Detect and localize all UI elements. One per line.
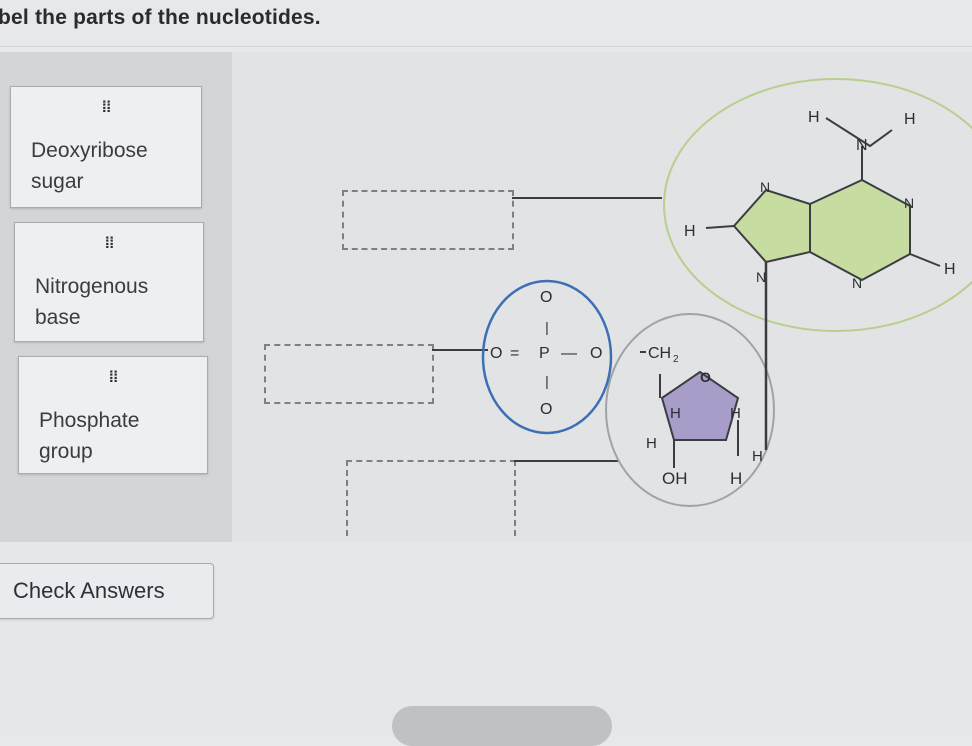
phosphate-bond-bottom: | xyxy=(545,373,549,389)
sugar-h-lower-left: H xyxy=(646,435,657,452)
drag-handle-icon: ⁞⁞ xyxy=(108,369,119,386)
drop-zone-middle[interactable] xyxy=(264,344,434,404)
sugar-ring xyxy=(660,370,740,441)
sugar-ch2: CH xyxy=(648,345,671,362)
base-h-ring: H xyxy=(684,223,696,240)
phosphate-o-bottom: O xyxy=(540,401,552,418)
tile-label: Deoxyribose sugar xyxy=(31,135,191,197)
base-six-ring xyxy=(809,178,911,282)
base-h-far-right: H xyxy=(944,261,956,278)
phosphate-bar: — xyxy=(561,345,577,362)
phosphate-o-top: O xyxy=(540,289,552,306)
base-n-bottom: N xyxy=(756,269,766,285)
drop-zone-bottom[interactable] xyxy=(346,460,516,536)
drop-zone-top[interactable] xyxy=(342,190,514,250)
instructions-title: bel the parts of the nucleotides. xyxy=(0,6,321,29)
sugar-group-circle xyxy=(605,313,775,507)
label-tile-nitrogenous-base[interactable]: ⁞⁞ Nitrogenous base xyxy=(14,222,204,342)
base-n-top: N xyxy=(760,179,770,195)
sugar-h-side: H xyxy=(752,448,763,465)
sugar-ch2-subscript: 2 xyxy=(673,354,679,365)
check-answers-button[interactable]: Check Answers xyxy=(0,563,214,619)
nucleotide-diagram: O | O = P — O | O CH 2 O H H H H OH H H … xyxy=(432,78,972,507)
sugar-oh: OH xyxy=(662,469,688,488)
base-amine-h-right: H xyxy=(904,111,916,128)
phosphate-p: P xyxy=(539,345,550,362)
sugar-h-upper-right: H xyxy=(730,405,741,422)
label-tile-phosphate-group[interactable]: ⁞⁞ Phosphate group xyxy=(18,356,208,474)
base-n-right-top: N xyxy=(904,195,914,211)
tile-label: Phosphate group xyxy=(39,405,199,467)
tile-label: Nitrogenous base xyxy=(35,271,195,333)
phosphate-o-left: O xyxy=(490,345,502,362)
tile-label-line2: base xyxy=(35,306,81,329)
base-amine-n: N xyxy=(856,137,868,154)
tile-label-line2: group xyxy=(39,440,93,463)
sugar-h-lower-right: H xyxy=(730,469,742,488)
tile-label-line1: Deoxyribose xyxy=(31,139,148,162)
tile-label-line1: Nitrogenous xyxy=(35,275,149,298)
sugar-h-upper-left: H xyxy=(670,405,681,422)
h-bond-base xyxy=(705,225,735,229)
tile-label-line1: Phosphate xyxy=(39,409,140,432)
sugar-ring-o: O xyxy=(700,369,711,385)
base-n-right-bottom: N xyxy=(852,275,862,291)
phosphate-o-right: O xyxy=(590,345,602,362)
h-bond-right xyxy=(909,253,941,267)
base-amine-h-left: H xyxy=(808,109,820,126)
title-divider xyxy=(0,46,972,47)
tile-label-line2: sugar xyxy=(31,170,84,193)
phosphate-bond-top: | xyxy=(545,319,549,335)
base-five-ring xyxy=(732,188,811,264)
phosphate-double-bond: = xyxy=(510,345,519,362)
label-tile-deoxyribose-sugar[interactable]: ⁞⁞ Deoxyribose sugar xyxy=(10,86,202,208)
base-group-circle xyxy=(663,78,972,332)
amine-bonds xyxy=(825,117,893,148)
drag-handle-icon: ⁞⁞ xyxy=(101,99,112,116)
phosphate-group-circle xyxy=(481,279,613,435)
drag-handle-icon: ⁞⁞ xyxy=(104,235,115,252)
